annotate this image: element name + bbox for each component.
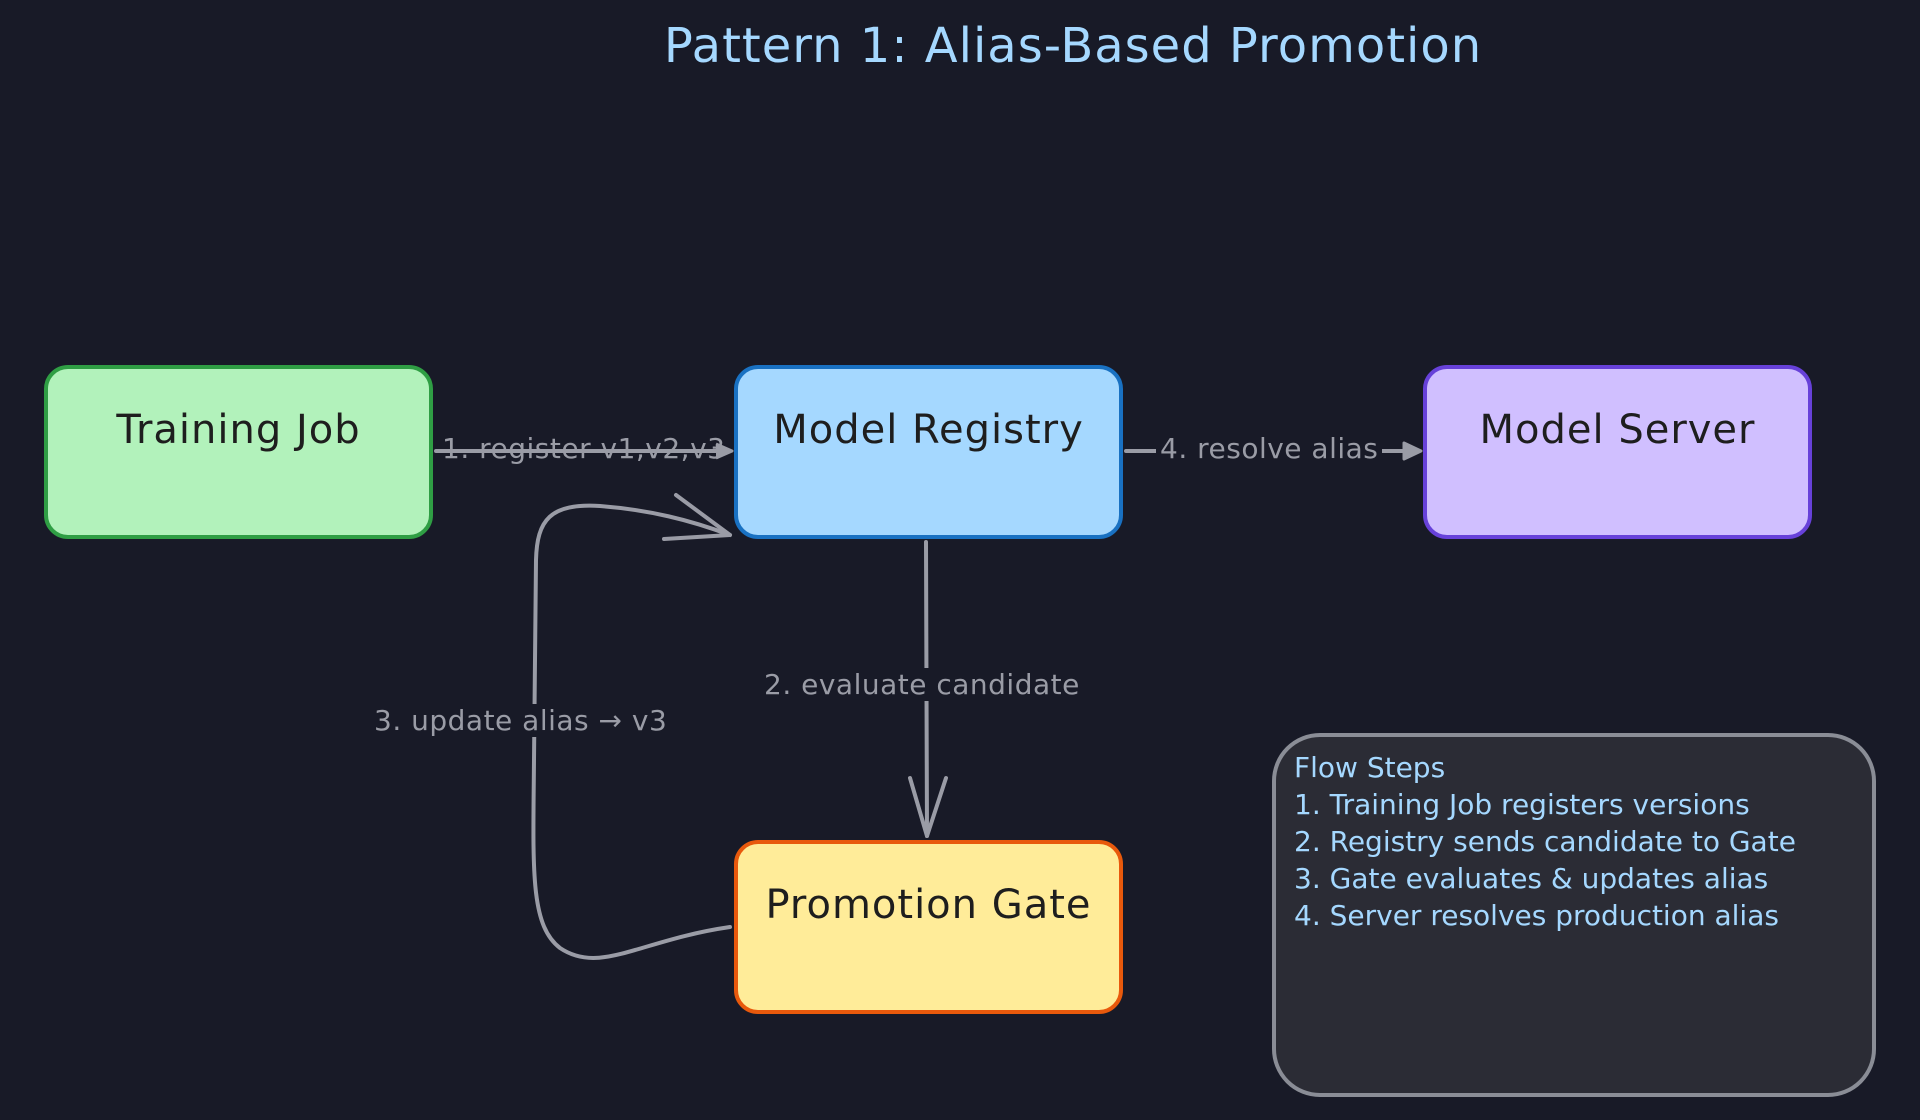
node-promotion-gate[interactable]: Promotion Gate bbox=[734, 840, 1123, 1014]
flow-step-item: 3. Gate evaluates & updates alias bbox=[1294, 862, 1769, 895]
node-training-job[interactable]: Training Job bbox=[44, 365, 433, 539]
diagram-title: Pattern 1: Alias-Based Promotion bbox=[663, 18, 1483, 74]
edge-label-evaluate: 2. evaluate candidate bbox=[760, 668, 1084, 701]
node-model-registry[interactable]: Model Registry bbox=[734, 365, 1123, 539]
flow-steps-heading: Flow Steps bbox=[1294, 751, 1446, 784]
edge-label-register: 1. register v1,v2,v3 bbox=[442, 432, 726, 465]
edge-evaluate-arrowhead bbox=[908, 776, 948, 838]
flow-step-item: 1. Training Job registers versions bbox=[1294, 788, 1750, 821]
edge-label-update-alias: 3. update alias → v3 bbox=[370, 704, 672, 737]
flow-step-item: 2. Registry sends candidate to Gate bbox=[1294, 825, 1796, 858]
node-model-server[interactable]: Model Server bbox=[1423, 365, 1812, 539]
flow-step-item: 4. Server resolves production alias bbox=[1294, 899, 1779, 932]
edge-update-alias-arrowhead bbox=[662, 493, 732, 541]
edge-resolve-arrowhead bbox=[1402, 441, 1423, 461]
edge-label-resolve: 4. resolve alias bbox=[1156, 432, 1383, 465]
flow-steps-note: Flow Steps 1. Training Job registers ver… bbox=[1272, 733, 1876, 1097]
